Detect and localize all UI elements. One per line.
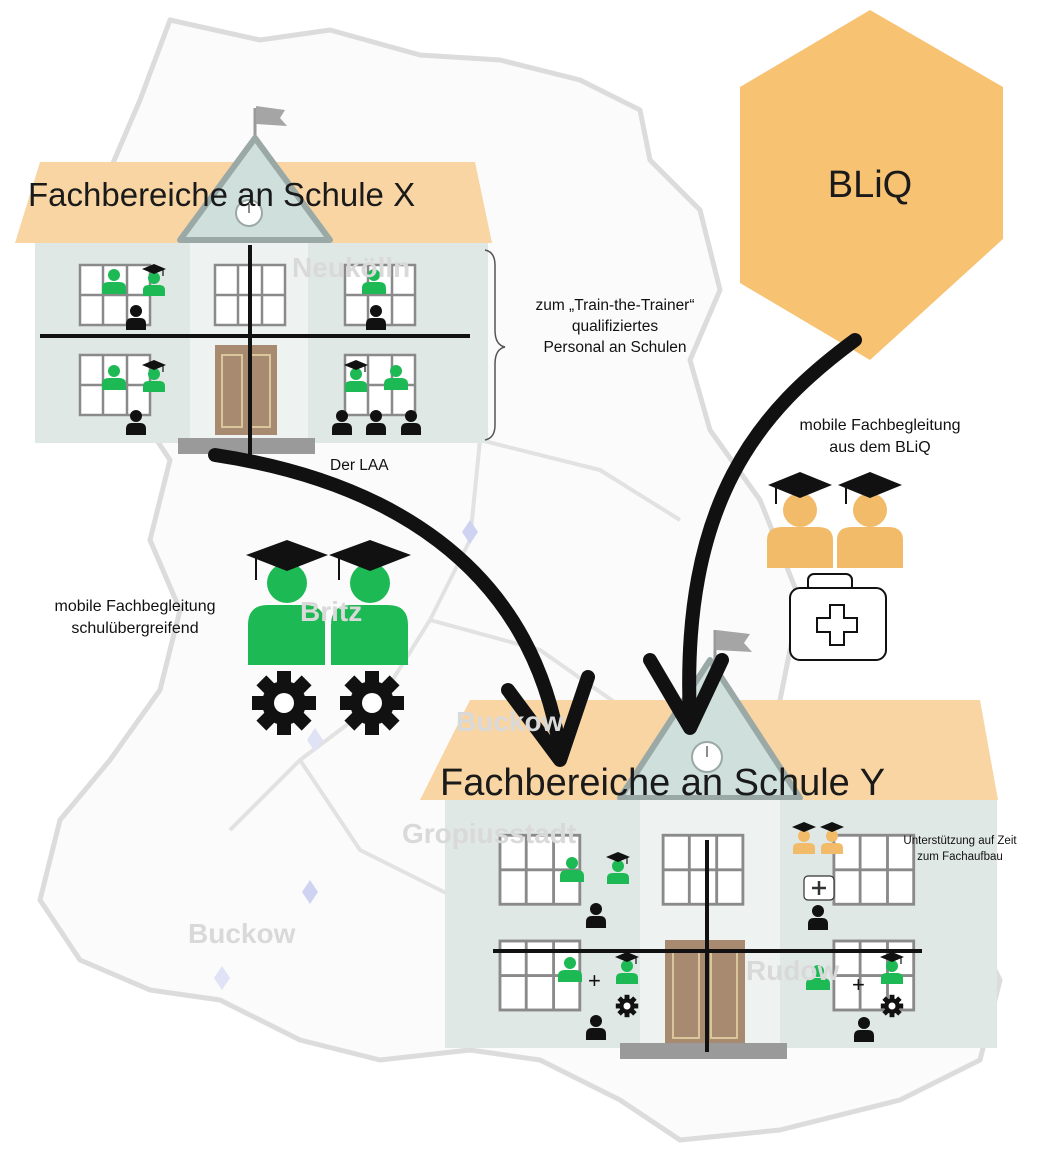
train-the-trainer-line1: zum „Train-the-Trainer“: [535, 297, 695, 314]
cross-school-team: [246, 540, 411, 735]
svg-text:+: +: [852, 972, 865, 997]
bliq-team: [767, 472, 903, 661]
clock-icon: [235, 199, 263, 227]
school-x-title: Fachbereiche an Schule X: [28, 176, 416, 213]
cross-school-line1: mobile Fachbegleitung: [54, 598, 216, 615]
map-label-rudow: Rudow: [746, 955, 840, 986]
laa-label: Der LAA: [330, 457, 389, 474]
cross-school-label: mobile Fachbegleitung schulübergreifend: [20, 596, 250, 639]
gear-icon: [252, 671, 316, 735]
map-label-gropiusstadt: Gropiusstadt: [402, 818, 577, 849]
bliq-mobile-line1: mobile Fachbegleitung: [799, 417, 961, 434]
school-y-title: Fachbereiche an Schule Y: [440, 762, 886, 804]
bliq-mobile-line2: aus dem BLiQ: [829, 438, 931, 456]
school-x-building: [15, 106, 492, 455]
graduate-icon: [767, 472, 833, 568]
train-the-trainer-label: zum „Train-the-Trainer“ qualifiziertes P…: [500, 296, 730, 359]
clock-icon: [691, 741, 723, 773]
first-aid-kit-icon: [803, 875, 835, 901]
temporary-support-line1: Unterstützung auf Zeit: [903, 835, 1017, 847]
school-y-building: + +: [420, 630, 998, 1059]
gear-icon: [340, 671, 404, 735]
map-label-britz: Britz: [300, 596, 363, 627]
arrow-x-to-y: [208, 448, 595, 767]
arrow-bliq-to-y: [643, 333, 862, 735]
train-the-trainer-line3: Personal an Schulen: [543, 338, 687, 356]
graduate-icon: [246, 540, 328, 665]
temporary-support-label: Unterstützung auf Zeit zum Fachaufbau: [885, 834, 1035, 865]
graduate-icon: [329, 540, 411, 665]
bracket: [484, 249, 506, 441]
map-label-buckow-north: Buckow: [456, 706, 564, 737]
train-the-trainer-line2: qualifiziertes: [571, 317, 659, 335]
first-aid-kit-icon: [789, 573, 887, 661]
bliq-label: BLiQ: [827, 164, 913, 206]
temporary-support-line2: zum Fachaufbau: [917, 850, 1003, 863]
bliq-hexagon: [740, 10, 1003, 360]
map-label-neukoelln: Neukölln: [292, 252, 411, 283]
cross-school-line2: schulübergreifend: [71, 619, 199, 637]
map-label-buckow: Buckow: [188, 918, 296, 949]
bliq-mobile-label: mobile Fachbegleitung aus dem BLiQ: [765, 415, 995, 458]
svg-text:+: +: [588, 968, 601, 993]
graduate-icon: [837, 472, 903, 568]
